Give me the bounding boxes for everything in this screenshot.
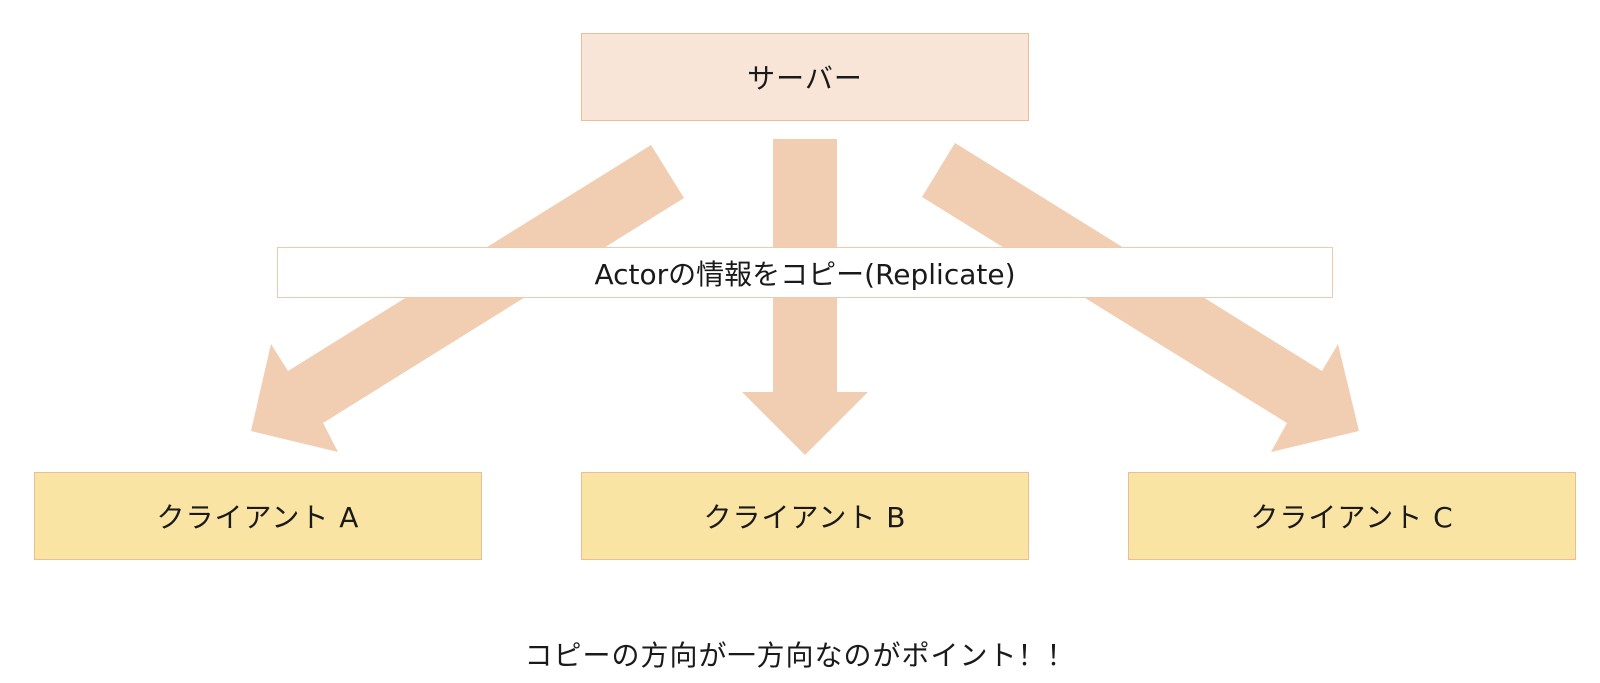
- footer-note: コピーの方向が一方向なのがポイント！！: [0, 632, 1600, 676]
- client-a-label: クライアント A: [156, 501, 360, 534]
- client-c-label: クライアント C: [1250, 501, 1454, 534]
- client-c-node: クライアント C: [1128, 472, 1576, 560]
- arrow-to-client-a: [251, 145, 684, 452]
- client-b-label: クライアント B: [703, 501, 907, 534]
- replicate-label: Actorの情報をコピー(Replicate): [594, 257, 1016, 291]
- server-node: サーバー: [581, 33, 1029, 121]
- replicate-label-box: Actorの情報をコピー(Replicate): [277, 247, 1333, 298]
- server-label: サーバー: [747, 62, 863, 95]
- client-a-node: クライアント A: [34, 472, 482, 560]
- client-b-node: クライアント B: [581, 472, 1029, 560]
- footer-note-text: コピーの方向が一方向なのがポイント！！: [524, 639, 1076, 672]
